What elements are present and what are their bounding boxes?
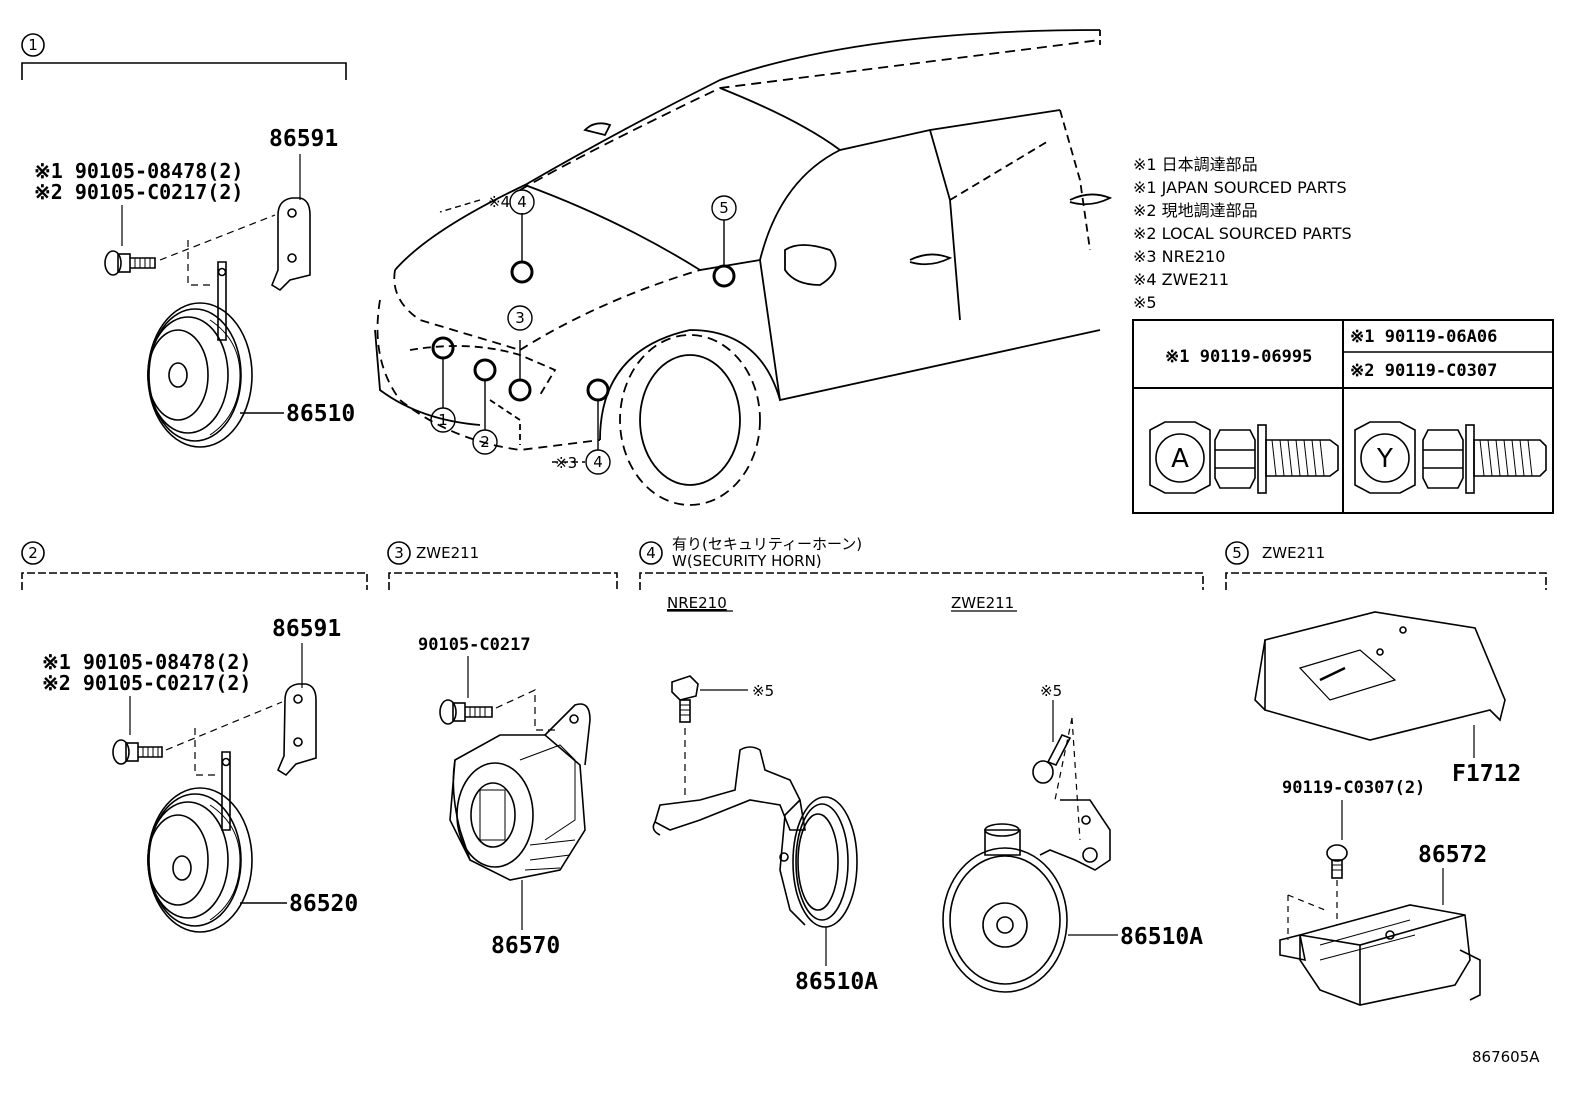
s5-cover-part-number[interactable]: F1712	[1452, 761, 1521, 787]
s1-bolt	[104, 250, 156, 276]
car-callout-4-top[interactable]: 4	[517, 193, 527, 211]
section-4-title-jp: 有り(セキュリティーホーン)	[672, 535, 862, 553]
bolt-head-a: A	[1149, 421, 1211, 494]
s3-bolt-part-number[interactable]: 90105-C0217	[418, 635, 531, 655]
section-2: 2 86591 ※1 90105-08478(2) ※2 90105-C0217…	[21, 541, 368, 933]
s4-left-horn-part-number[interactable]: 86510A	[795, 969, 878, 995]
bolt-table-right-header-2: ※2 90119-C0307	[1350, 361, 1497, 381]
note-5: ※5	[1133, 293, 1157, 312]
note-2-en: ※2 LOCAL SOURCED PARTS	[1133, 224, 1352, 243]
s2-bolt-part-number-1[interactable]: ※1 90105-08478(2)	[42, 650, 251, 674]
section-3-number: 3	[394, 544, 404, 562]
s4-right-bolt	[1032, 734, 1072, 784]
car-callouts	[430, 189, 737, 475]
s4-left-bolt	[671, 675, 699, 723]
s3-horn	[449, 703, 591, 881]
car-note-x3: ※3	[555, 454, 577, 472]
s4-left-mark: ※5	[752, 682, 774, 700]
bolt-mark-y: Y	[1376, 444, 1393, 474]
s1-bolt-part-number-2[interactable]: ※2 90105-C0217(2)	[34, 180, 243, 204]
s4-right-bracket	[1039, 799, 1111, 871]
bolt-table-left-header: ※1 90119-06995	[1165, 347, 1312, 367]
notes-legend: ※1 日本調達部品 ※1 JAPAN SOURCED PARTS ※2 現地調達…	[1133, 155, 1352, 312]
s5-unit	[1279, 904, 1481, 1006]
car-callout-1[interactable]: 1	[438, 411, 448, 429]
section-3-model: ZWE211	[416, 544, 479, 562]
s1-bracket	[217, 197, 311, 341]
s5-cover	[1254, 611, 1506, 741]
note-1-jp: ※1 日本調達部品	[1133, 155, 1258, 174]
section-1-bracket-line	[21, 62, 347, 80]
bolt-head-y: Y	[1354, 421, 1416, 494]
s1-horn-part-number[interactable]: 86510	[286, 401, 355, 427]
s4-left-bracket	[652, 746, 806, 836]
s4-right-model: ZWE211	[951, 594, 1014, 612]
car-roofline	[524, 29, 1101, 186]
section-5-model: ZWE211	[1262, 544, 1325, 562]
note-3: ※3 NRE210	[1133, 247, 1225, 266]
section-3: 3 ZWE211 90105-C0217 86570	[387, 541, 618, 959]
s2-bolt-part-number-2[interactable]: ※2 90105-C0217(2)	[42, 671, 251, 695]
section-2-number: 2	[28, 544, 38, 562]
s1-horn	[147, 302, 253, 448]
s1-bracket-part-number[interactable]: 86591	[269, 126, 338, 152]
note-1-en: ※1 JAPAN SOURCED PARTS	[1133, 178, 1347, 197]
section-1-circle	[21, 33, 45, 57]
car-note-x4: ※4	[488, 193, 510, 211]
car-callout-5[interactable]: 5	[719, 199, 729, 217]
s5-bolt-part-number[interactable]: 90119-C0307(2)	[1282, 778, 1425, 798]
s2-horn	[147, 787, 253, 933]
bolt-side-a	[1214, 424, 1339, 494]
car-callout-2[interactable]: 2	[480, 433, 490, 451]
section-5: 5 ZWE211 F1712 90119-C0307(2) 86572	[1225, 541, 1547, 1006]
s4-right-horn-part-number[interactable]: 86510A	[1120, 924, 1203, 950]
s2-horn-part-number[interactable]: 86520	[289, 891, 358, 917]
s4-right-mark: ※5	[1040, 682, 1062, 700]
car-callout-3[interactable]: 3	[515, 309, 525, 327]
car-callout-4-bottom[interactable]: 4	[593, 453, 603, 471]
bolt-table-right-header-1: ※1 90119-06A06	[1350, 327, 1497, 347]
s3-horn-part-number[interactable]: 86570	[491, 933, 560, 959]
s1-bolt-part-number-1[interactable]: ※1 90105-08478(2)	[34, 159, 243, 183]
section-5-number: 5	[1232, 544, 1242, 562]
section-1: 1 86591 ※1 90105-08478(2) ※2 90105-C0217…	[21, 33, 355, 448]
section-4-title-en: W(SECURITY HORN)	[672, 552, 822, 570]
note-4: ※4 ZWE211	[1133, 270, 1229, 289]
s5-bolt	[1326, 844, 1348, 879]
car-overview: 1 2 3 4 4 5 ※4 ※3	[374, 29, 1113, 506]
bolt-side-y	[1422, 424, 1547, 494]
s4-right-horn	[942, 823, 1068, 993]
s2-bolt	[112, 739, 163, 765]
bolt-mark-a: A	[1171, 444, 1189, 474]
bolt-table: ※1 90119-06995 ※1 90119-06A06 ※2 90119-C…	[1132, 319, 1554, 514]
s5-unit-part-number[interactable]: 86572	[1418, 842, 1487, 868]
section-4-number: 4	[646, 544, 656, 562]
diagram-id: 867605A	[1472, 1048, 1540, 1066]
section-4: 4 有り(セキュリティーホーン) W(SECURITY HORN) NRE210…	[639, 535, 1204, 995]
note-2-jp: ※2 現地調達部品	[1133, 201, 1258, 220]
s3-bolt	[439, 699, 493, 725]
s2-bracket-part-number[interactable]: 86591	[272, 616, 341, 642]
s4-left-horn	[779, 796, 858, 928]
section-1-number: 1	[28, 36, 38, 54]
s2-bracket	[221, 683, 317, 831]
s4-left-model: NRE210	[667, 594, 727, 612]
